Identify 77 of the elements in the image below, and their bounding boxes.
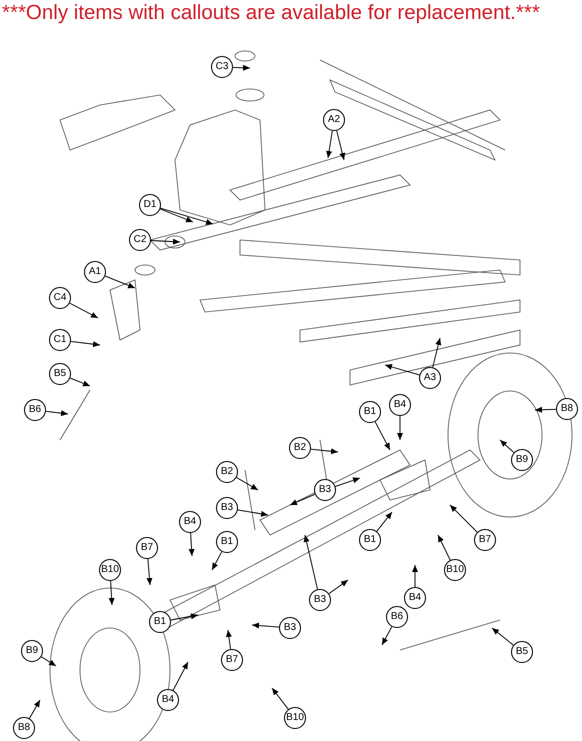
leader-line	[492, 628, 514, 646]
leader-line	[438, 534, 451, 561]
leader-line	[160, 208, 194, 222]
callout-number: C3	[211, 56, 233, 78]
leader-line	[290, 494, 316, 506]
callout-number: B3	[309, 589, 331, 611]
callout-number: B1	[149, 611, 171, 633]
callout-number: B2	[289, 437, 311, 459]
callout-number: B1	[359, 401, 381, 423]
callout-number: B3	[216, 497, 238, 519]
leader-line	[374, 421, 390, 450]
leader-line	[397, 416, 403, 440]
leader-line	[212, 551, 222, 570]
callout-number: B5	[511, 641, 533, 663]
leader-line	[160, 208, 214, 225]
callout-number: B5	[49, 363, 71, 385]
callout-number: B4	[389, 394, 411, 416]
callout-number: B2	[216, 461, 238, 483]
callout-number: B4	[404, 587, 426, 609]
leader-line	[326, 130, 333, 158]
callout-number: A1	[84, 261, 106, 283]
leader-line	[146, 558, 152, 586]
leader-line	[500, 440, 514, 454]
leader-line	[69, 302, 98, 318]
callout-number: C4	[49, 287, 71, 309]
leader-line	[534, 406, 556, 413]
leader-line	[236, 477, 258, 490]
callout-number: B10	[444, 559, 466, 581]
callout-number: B3	[279, 617, 301, 639]
leader-line	[232, 64, 250, 71]
leader-line	[272, 688, 289, 710]
callout-number: D1	[139, 194, 161, 216]
leader-line	[108, 580, 115, 606]
callout-number: B1	[216, 531, 238, 553]
leader-line	[172, 662, 188, 691]
leader-line	[70, 378, 90, 386]
leader-line	[104, 276, 136, 288]
leader-line	[45, 410, 68, 416]
callout-number: A3	[419, 367, 441, 389]
callout-number: C1	[49, 329, 71, 351]
callout-number: B8	[556, 398, 578, 420]
leader-line	[304, 534, 318, 590]
callout-number: B9	[21, 640, 43, 662]
leader-line	[237, 509, 268, 517]
leader-line	[334, 477, 360, 487]
leader-line	[188, 532, 195, 556]
leader-line	[70, 340, 100, 348]
callout-number: B7	[136, 537, 158, 559]
leader-line	[310, 448, 338, 454]
leader-line	[170, 613, 198, 620]
leader-line	[432, 338, 442, 368]
leader-line	[382, 626, 392, 646]
leader-line	[336, 130, 346, 160]
callout-number: B6	[24, 399, 46, 421]
callout-number: B10	[284, 707, 306, 729]
leader-line	[376, 512, 392, 532]
callout-number: A2	[323, 109, 345, 131]
callout-number: B3	[314, 479, 336, 501]
leader-line	[226, 630, 232, 650]
callout-number: B4	[179, 511, 201, 533]
callout-number: B6	[386, 606, 408, 628]
leader-line	[450, 504, 478, 533]
leader-line	[412, 564, 418, 588]
callout-number: B7	[221, 649, 243, 671]
leader-line	[384, 364, 420, 376]
callout-number: C2	[129, 229, 151, 251]
callout-number: B10	[99, 559, 121, 581]
leader-line	[40, 656, 56, 666]
callout-number: B4	[157, 689, 179, 711]
callout-number: B1	[359, 529, 381, 551]
callout-number: B9	[511, 449, 533, 471]
leader-line	[252, 622, 280, 629]
leader-line	[29, 700, 40, 719]
callout-number: B8	[13, 717, 35, 739]
notice-text: ***Only items with callouts are available for replacement.***	[2, 0, 540, 26]
callout-number: B7	[474, 529, 496, 551]
leader-line	[328, 580, 348, 594]
